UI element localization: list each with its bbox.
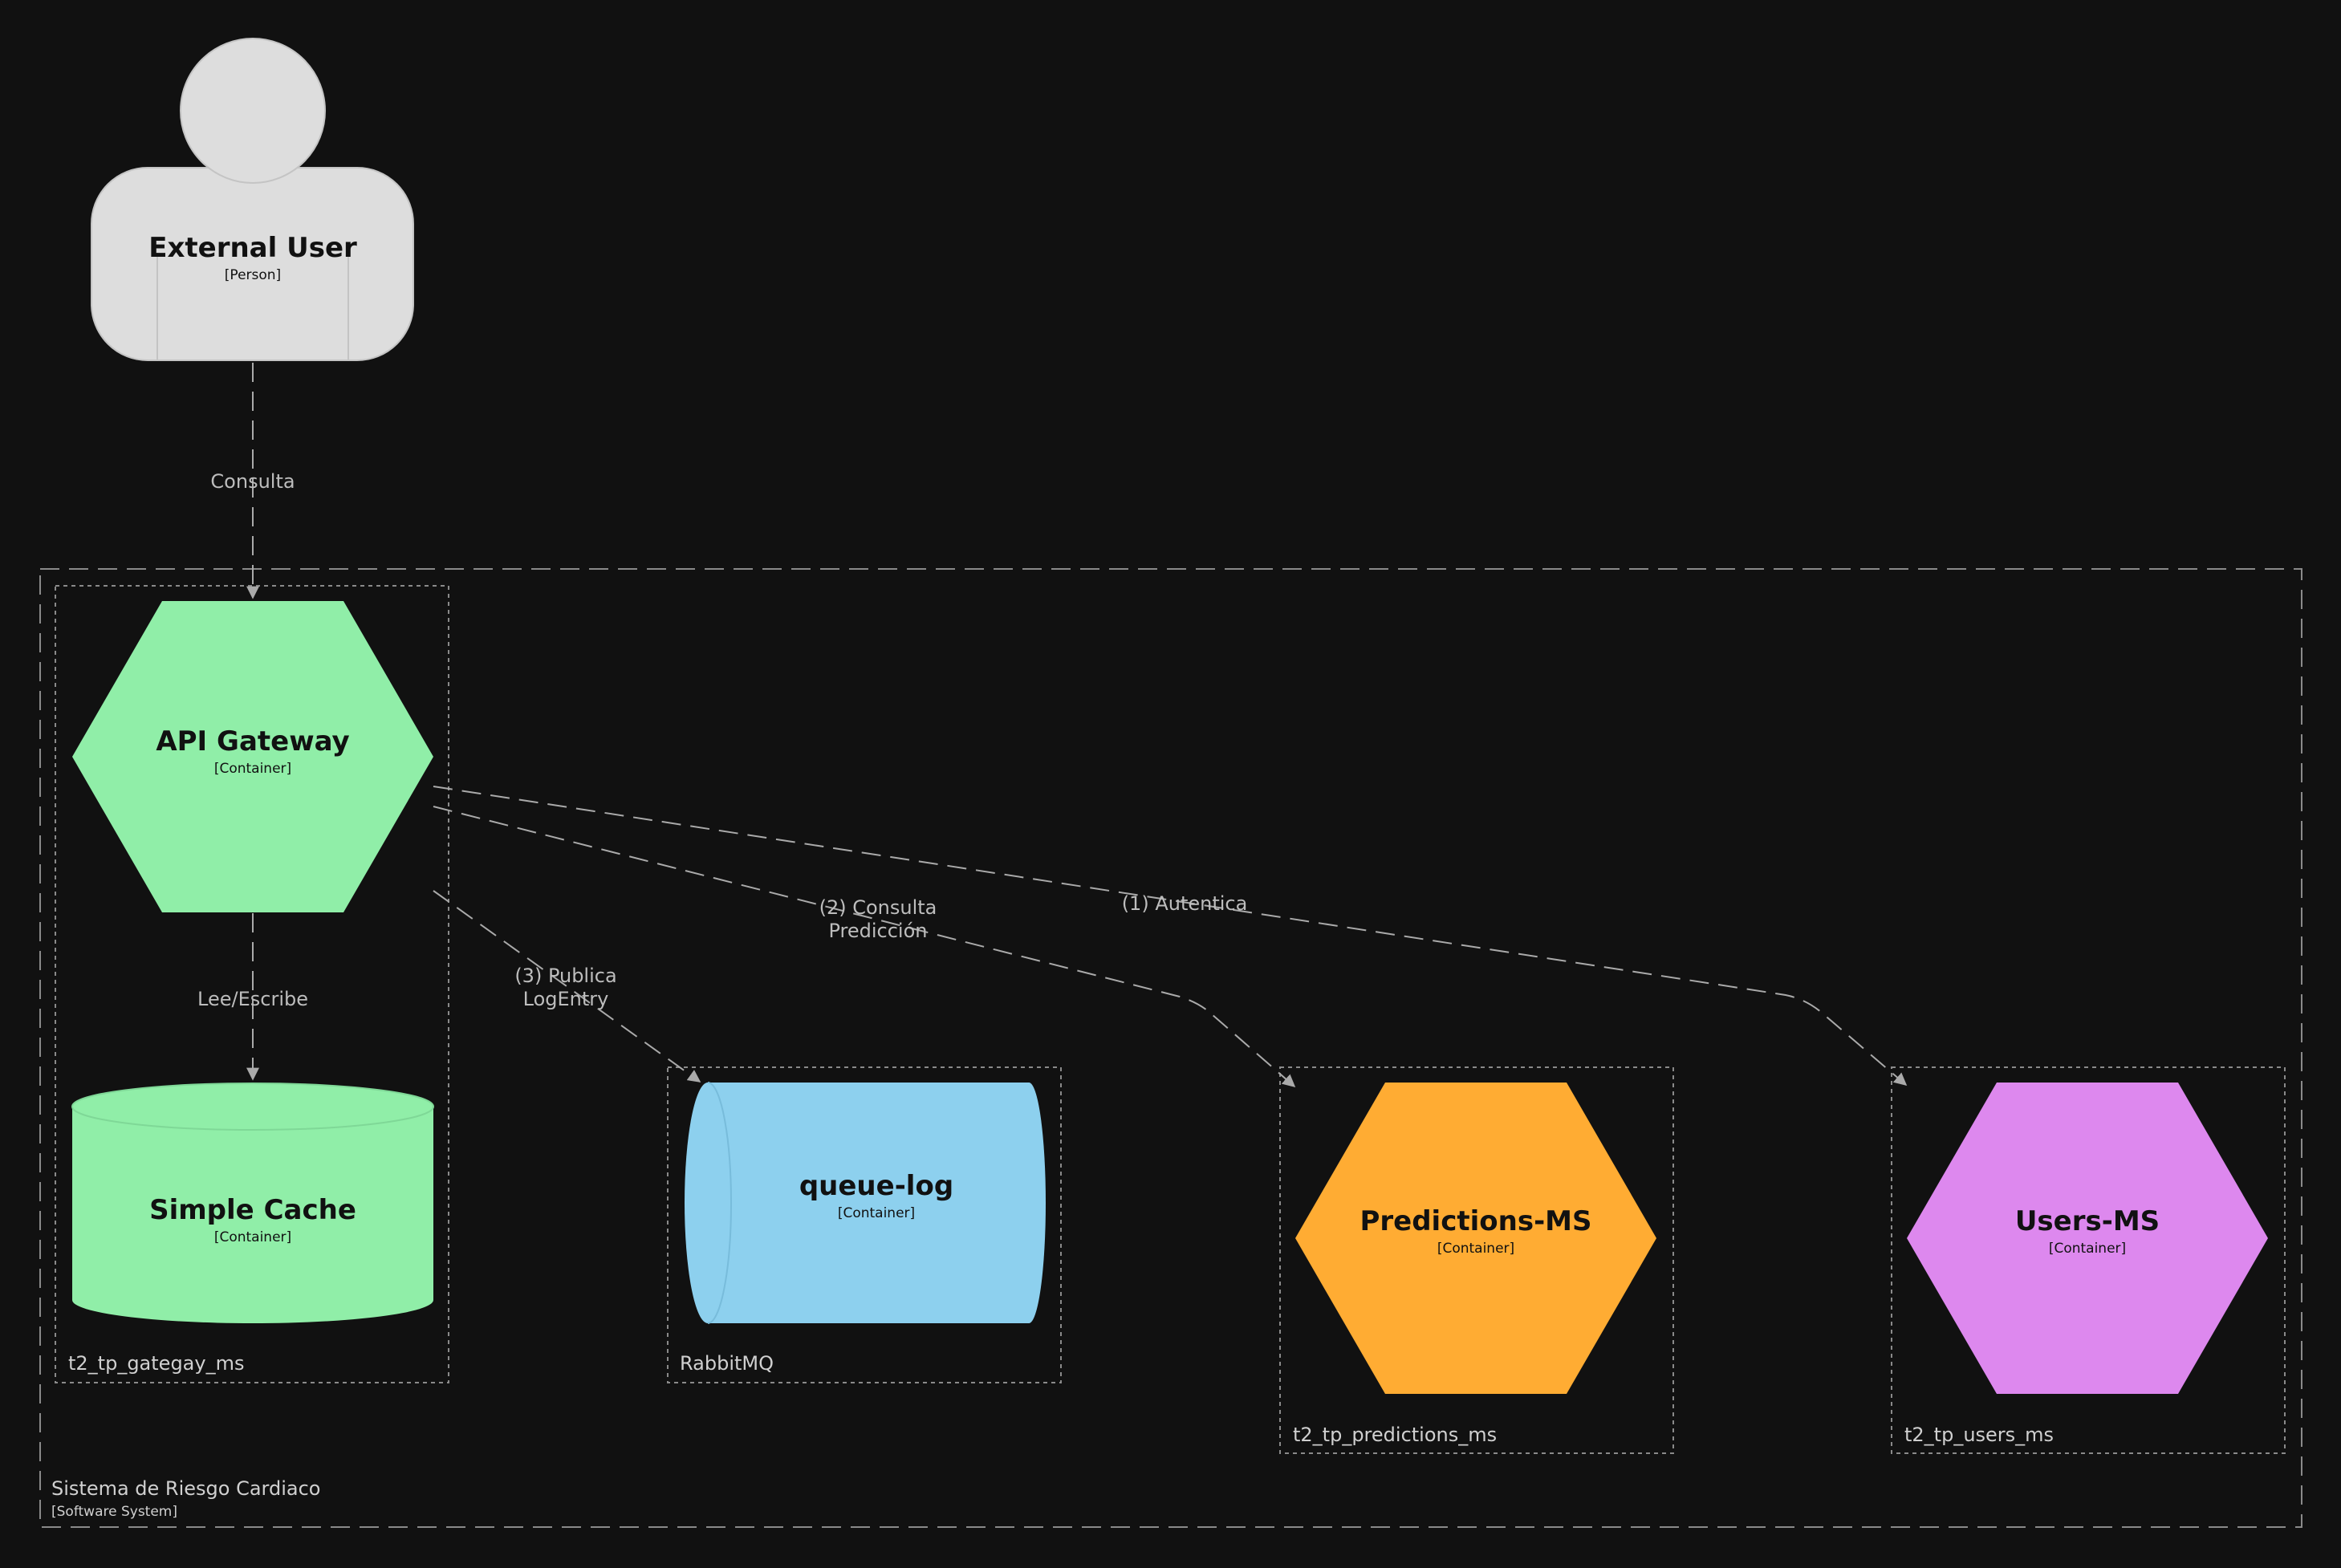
edge-autentica-label: (1) Autentica bbox=[1122, 892, 1248, 915]
predictions-ms-name: Predictions-MS bbox=[1359, 1205, 1591, 1237]
group-users-label: t2_tp_users_ms bbox=[1904, 1424, 2054, 1446]
edge-consulta-prediccion-label-1: (2) Consulta bbox=[819, 896, 937, 919]
queue-log-shape bbox=[685, 1083, 1046, 1323]
api-gateway-shape bbox=[72, 601, 433, 912]
person-tag: [Person] bbox=[225, 267, 281, 283]
container-queue-log: queue-log [Container] bbox=[685, 1082, 1046, 1324]
api-gateway-tag: [Container] bbox=[214, 761, 291, 777]
edge-consulta-prediccion bbox=[433, 806, 1296, 1088]
system-name: Sistema de Riesgo Cardiaco bbox=[51, 1477, 320, 1500]
group-users-boundary bbox=[1891, 1066, 2286, 1454]
edge-publica-label-1: (3) Publica bbox=[514, 965, 616, 987]
container-api-gateway: API Gateway [Container] bbox=[72, 601, 433, 912]
users-ms-shape bbox=[1907, 1083, 2268, 1394]
api-gateway-name: API Gateway bbox=[156, 725, 349, 758]
group-predictions-boundary bbox=[1279, 1066, 1674, 1454]
users-ms-name: Users-MS bbox=[2015, 1205, 2160, 1237]
container-users-ms: Users-MS [Container] bbox=[1907, 1083, 2268, 1394]
edge-lee-escribe-label: Lee/Escribe bbox=[197, 988, 308, 1010]
edge-publica-label-2: LogEntry bbox=[523, 988, 609, 1010]
edge-autentica bbox=[433, 786, 1908, 1087]
system-boundary bbox=[39, 568, 2302, 1528]
group-rabbit-label: RabbitMQ bbox=[680, 1352, 774, 1375]
group-predictions-label: t2_tp_predictions_ms bbox=[1293, 1424, 1497, 1446]
person-external-user: External User [Person] bbox=[91, 38, 414, 361]
edge-publica bbox=[433, 890, 701, 1083]
group-gateway-label: t2_tp_gategay_ms bbox=[68, 1352, 244, 1375]
queue-log-tag: [Container] bbox=[838, 1205, 915, 1221]
system-tag: [Software System] bbox=[51, 1504, 177, 1520]
container-simple-cache: Simple Cache [Container] bbox=[71, 1083, 434, 1323]
edge-consulta-label: Consulta bbox=[210, 470, 295, 493]
container-predictions-ms: Predictions-MS [Container] bbox=[1295, 1083, 1656, 1394]
users-ms-tag: [Container] bbox=[2049, 1241, 2126, 1257]
simple-cache-name: Simple Cache bbox=[149, 1194, 356, 1226]
queue-log-name: queue-log bbox=[799, 1170, 953, 1202]
person-name: External User bbox=[148, 232, 357, 264]
edge-consulta-prediccion-label-2: Predicción bbox=[828, 920, 927, 942]
group-gateway-boundary bbox=[55, 585, 449, 1383]
simple-cache-tag: [Container] bbox=[214, 1229, 291, 1245]
group-rabbit-boundary bbox=[667, 1066, 1062, 1383]
simple-cache-shape bbox=[72, 1083, 433, 1323]
predictions-ms-tag: [Container] bbox=[1437, 1241, 1514, 1257]
predictions-ms-shape bbox=[1295, 1083, 1656, 1394]
